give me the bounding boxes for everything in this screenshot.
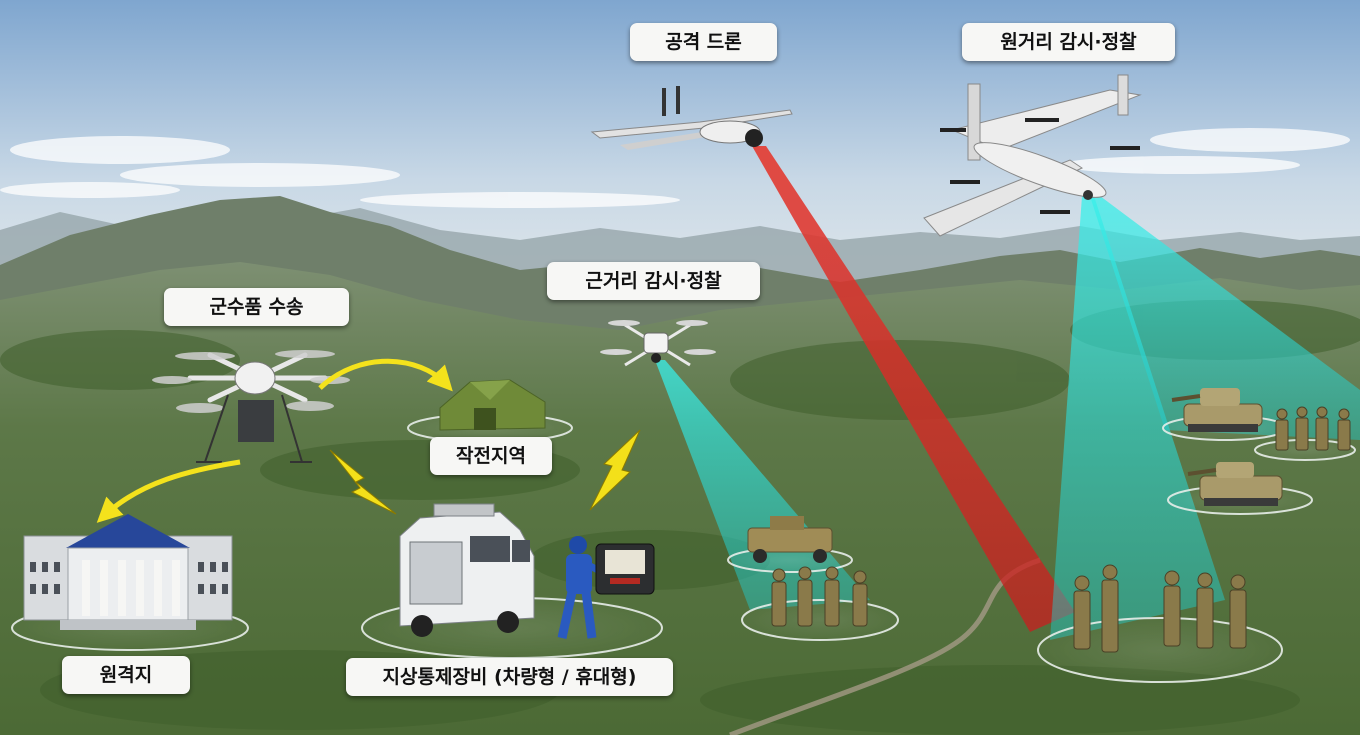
label-supply-transport: 군수품 수송 (164, 288, 349, 326)
soldier-icon (1337, 408, 1351, 451)
lightning-icon (329, 429, 641, 515)
clouds (0, 128, 1350, 208)
armored-vehicle-icon (747, 516, 833, 563)
attack-beam (752, 146, 1075, 632)
label-ground-control: 지상통제장비 (차량형 / 휴대형) (346, 658, 673, 696)
tent-icon (439, 379, 546, 431)
portable-controller-icon (595, 543, 655, 595)
label-remote-site: 원격지 (62, 656, 190, 694)
building-icon (23, 514, 233, 630)
operator-icon (557, 536, 608, 639)
soldier-icon (1163, 570, 1181, 647)
label-short-range-recon: 근거리 감시·정찰 (547, 262, 760, 300)
road (729, 557, 1041, 735)
soldier-icon (1295, 406, 1309, 451)
long-range-beam-left (1050, 196, 1225, 640)
soldier-icon (1275, 408, 1289, 451)
curved-arrow-icon (96, 358, 453, 523)
control-van-icon (399, 503, 535, 637)
tank-icon (1171, 388, 1263, 432)
soldier-icon (824, 566, 840, 627)
soldier-icon (1315, 406, 1329, 451)
soldier-icon (797, 566, 813, 627)
cargo-hexacopter-icon (152, 350, 350, 463)
vtol-recon-drone-icon (923, 74, 1142, 237)
soldier-group (771, 406, 1351, 653)
quadcopter-recon-drone-icon (600, 320, 716, 367)
soldier-icon (1101, 564, 1119, 653)
attack-drone-icon (590, 86, 793, 150)
long-range-beam-right (1090, 196, 1360, 440)
soldier-icon (852, 570, 868, 627)
label-operation-area: 작전지역 (430, 437, 552, 475)
tank-icon (1187, 462, 1283, 506)
label-attack-drone: 공격 드론 (630, 23, 777, 61)
soldier-icon (771, 568, 787, 627)
label-long-range-recon: 원거리 감시·정찰 (962, 23, 1175, 61)
soldier-icon (1229, 574, 1247, 649)
soldier-icon (1073, 575, 1091, 650)
soldier-icon (1196, 572, 1214, 649)
